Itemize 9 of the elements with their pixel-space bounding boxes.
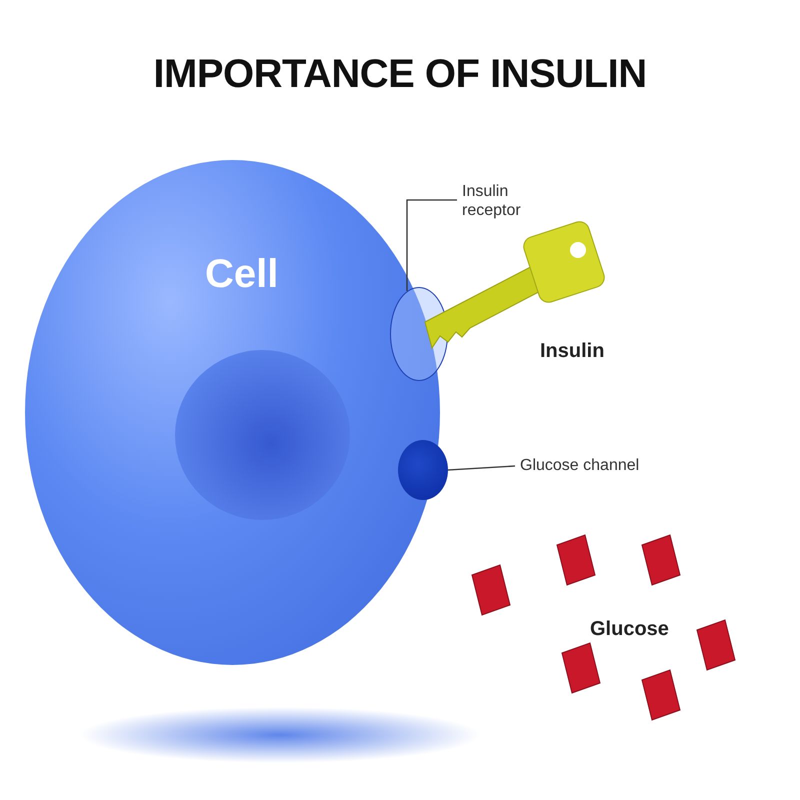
callout-label: Insulin receptor [462, 182, 542, 222]
leader-line [448, 465, 516, 471]
title: IMPORTANCE OF INSULIN [152, 52, 648, 97]
part-label: Glucose [590, 618, 669, 641]
part-label: Insulin [540, 340, 604, 363]
leader-line [406, 199, 457, 291]
glucose-channel [398, 440, 448, 500]
cell-label: Cell [205, 252, 278, 297]
callout-label: Glucose channel [520, 456, 680, 478]
